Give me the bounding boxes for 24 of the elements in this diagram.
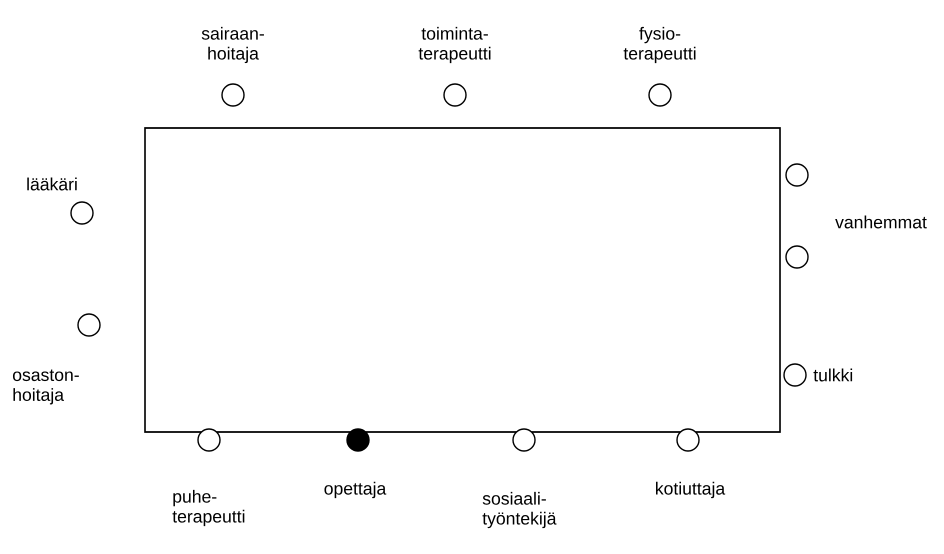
seat-label: osaston- hoitaja: [12, 370, 79, 404]
seat-label: sairaan- hoitaja: [202, 26, 264, 64]
table: [144, 127, 781, 433]
seat-label: opettaja: [324, 482, 386, 498]
seat-circle: [785, 245, 809, 269]
seat-dot: [346, 428, 370, 452]
seat-circle: [221, 83, 245, 107]
seat-label: toiminta- terapeutti: [418, 26, 490, 64]
seat-circle: [676, 428, 700, 452]
seat-circle: [783, 363, 807, 387]
seat-circle: [77, 313, 101, 337]
seat-circle: [648, 83, 672, 107]
seat-label: fysio- terapeutti: [624, 26, 696, 64]
seat-label: lääkäri: [27, 178, 77, 190]
seat-circle: [70, 201, 94, 225]
seat-circle: [197, 428, 221, 452]
seat-label: kotiuttaja: [656, 482, 726, 498]
seat-label: puhe- terapeutti: [172, 490, 244, 526]
seat-label: sosiaali- työntekijä: [482, 492, 556, 528]
seat-circle: [785, 163, 809, 187]
seat-circle: [443, 83, 467, 107]
seat-circle: [512, 428, 536, 452]
seat-label: tulkki: [814, 368, 852, 382]
seat-label: vanhemmat: [835, 216, 927, 228]
